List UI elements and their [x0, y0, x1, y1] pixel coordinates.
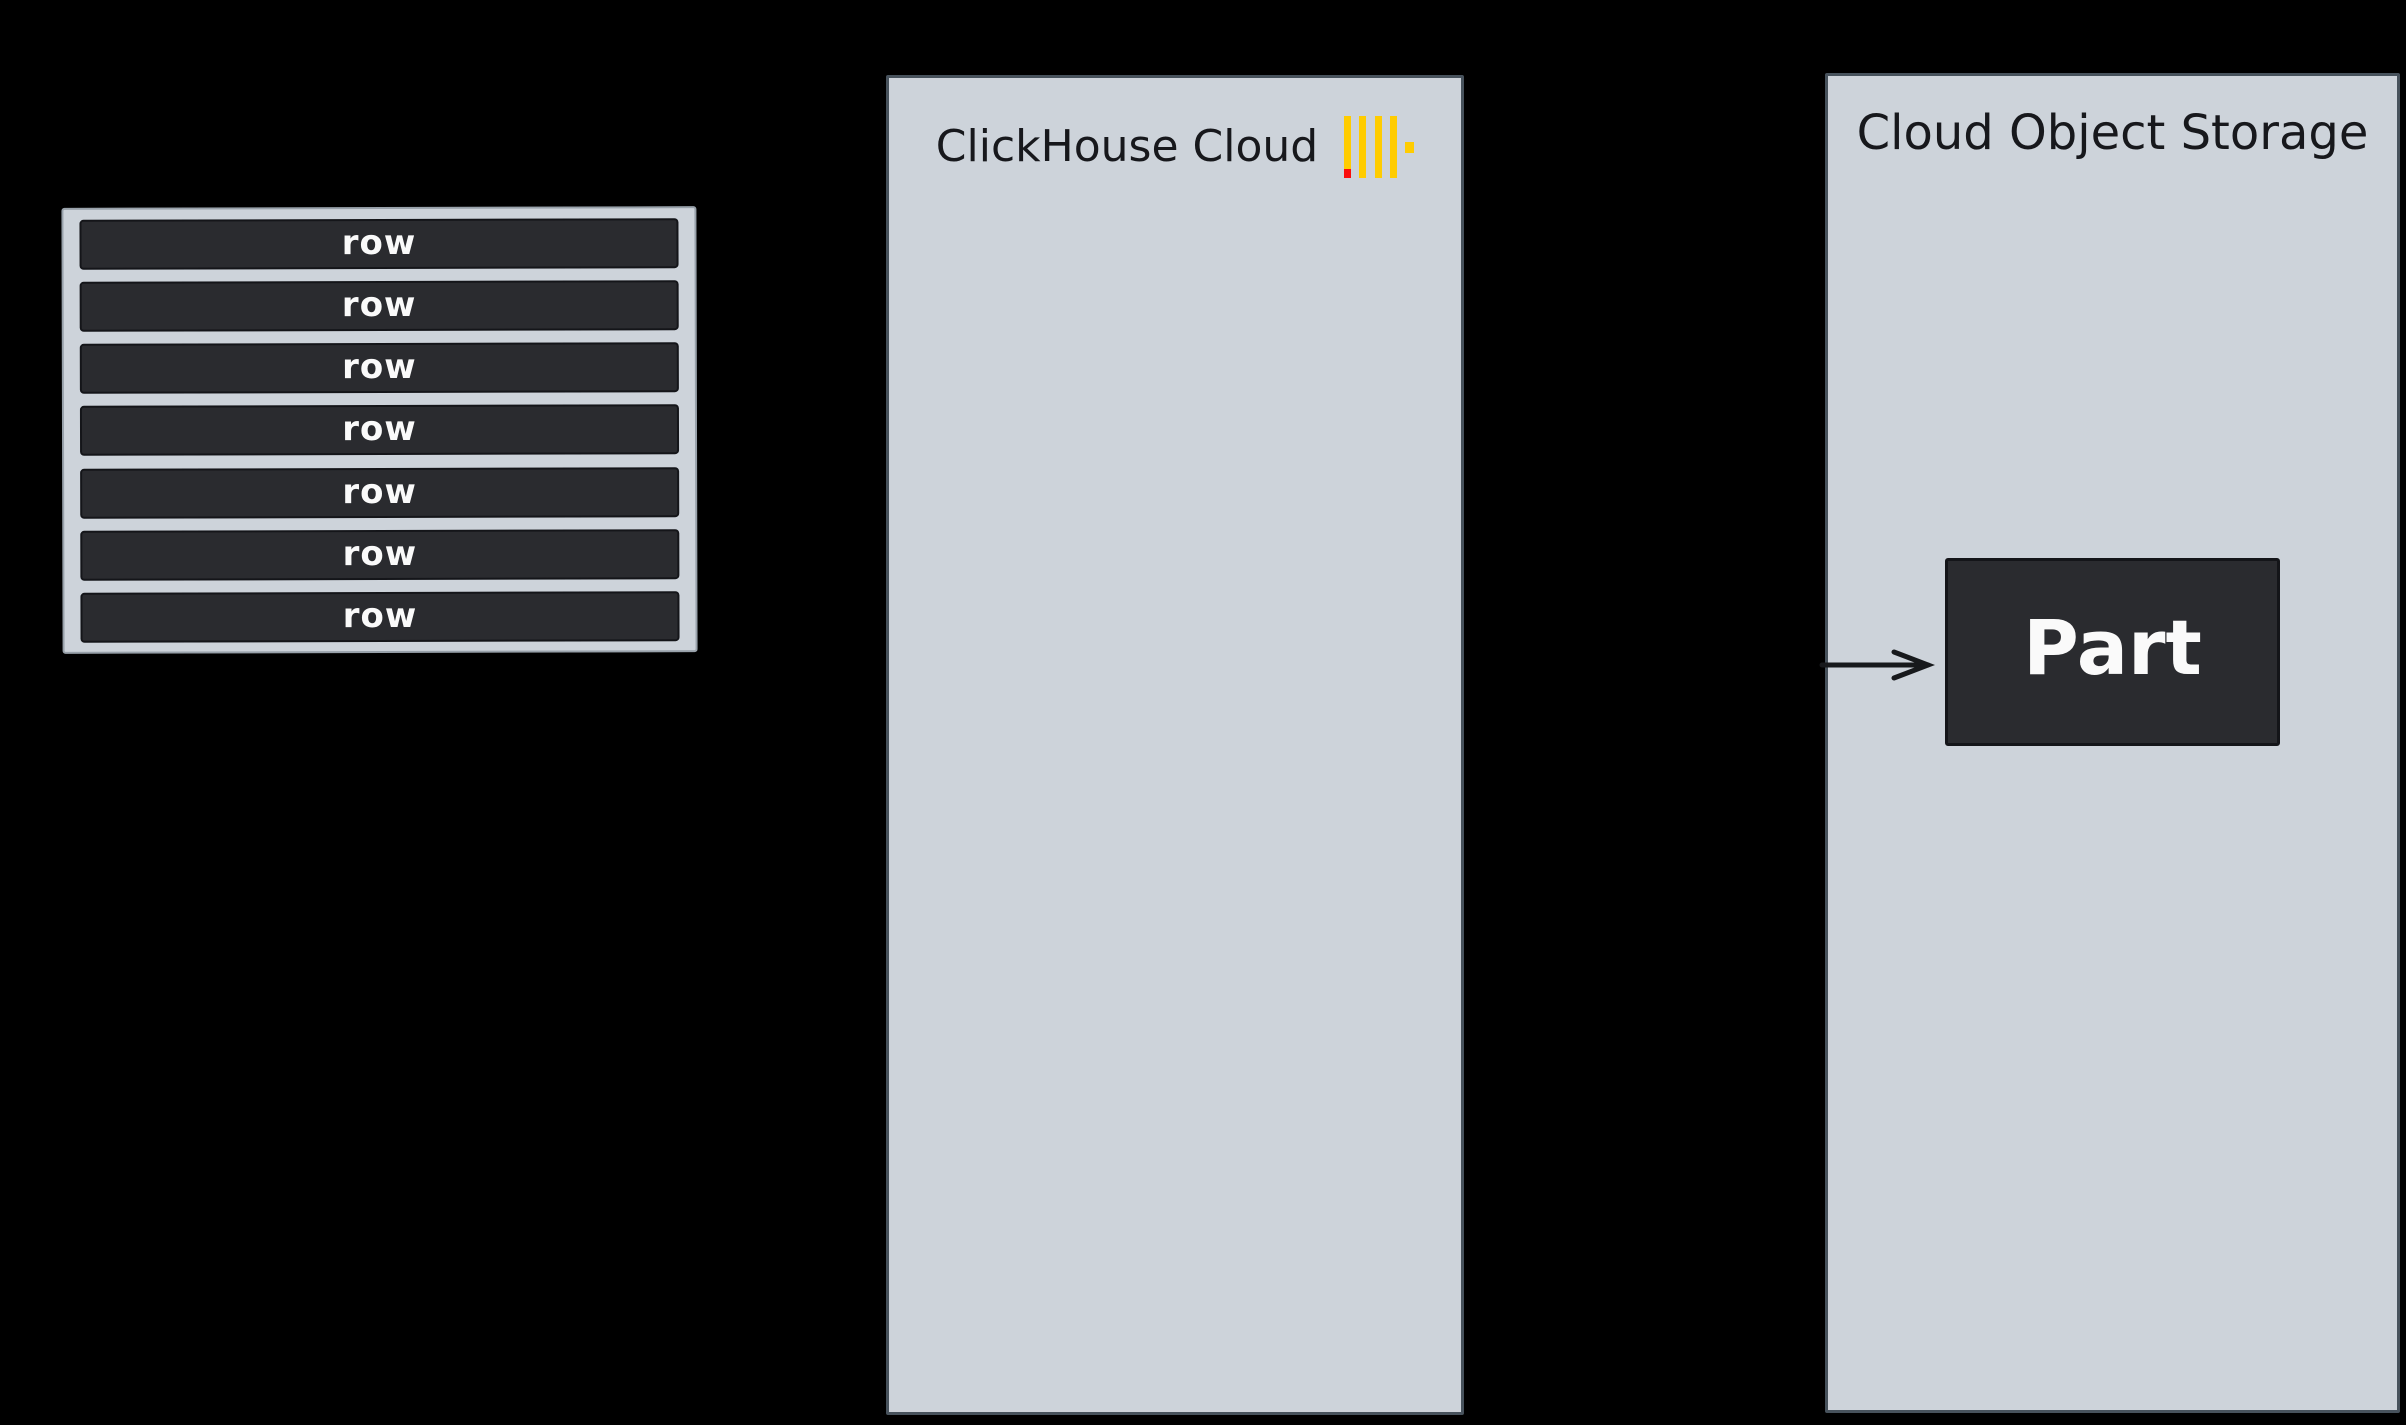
row-stack: row row row row row row row: [61, 206, 698, 654]
part-label: Part: [2023, 603, 2202, 692]
logo-red-pixel: [1344, 169, 1352, 178]
part-box: Part: [1945, 558, 2280, 746]
clickhouse-cloud-title: ClickHouse Cloud: [935, 120, 1319, 172]
row-label: row: [342, 595, 418, 637]
row-item: row: [79, 218, 679, 270]
row-item: row: [79, 280, 679, 332]
row-item: row: [80, 528, 680, 581]
row-label: row: [341, 222, 417, 264]
row-item: row: [79, 404, 680, 457]
row-item: row: [80, 466, 680, 519]
cloud-object-storage-title: Cloud Object Storage: [1856, 105, 2369, 161]
arrow-right-icon: [1819, 649, 1936, 681]
row-item: row: [79, 342, 679, 395]
logo-bar: [1390, 116, 1398, 178]
clickhouse-logo-icon: [1344, 116, 1415, 178]
row-item: row: [80, 591, 680, 643]
logo-bar: [1375, 116, 1383, 178]
row-label: row: [342, 533, 418, 574]
logo-bar: [1344, 116, 1352, 178]
row-label: row: [342, 409, 417, 450]
logo-short-bar: [1405, 142, 1415, 153]
row-label: row: [342, 347, 417, 388]
cloud-object-storage-panel: Cloud Object Storage Part: [1819, 73, 2400, 1413]
clickhouse-panel-header: ClickHouse Cloud: [889, 116, 1461, 178]
clickhouse-cloud-panel: ClickHouse Cloud: [886, 75, 1464, 1415]
row-label: row: [342, 471, 417, 512]
row-label: row: [341, 285, 417, 326]
logo-bar: [1359, 116, 1367, 178]
